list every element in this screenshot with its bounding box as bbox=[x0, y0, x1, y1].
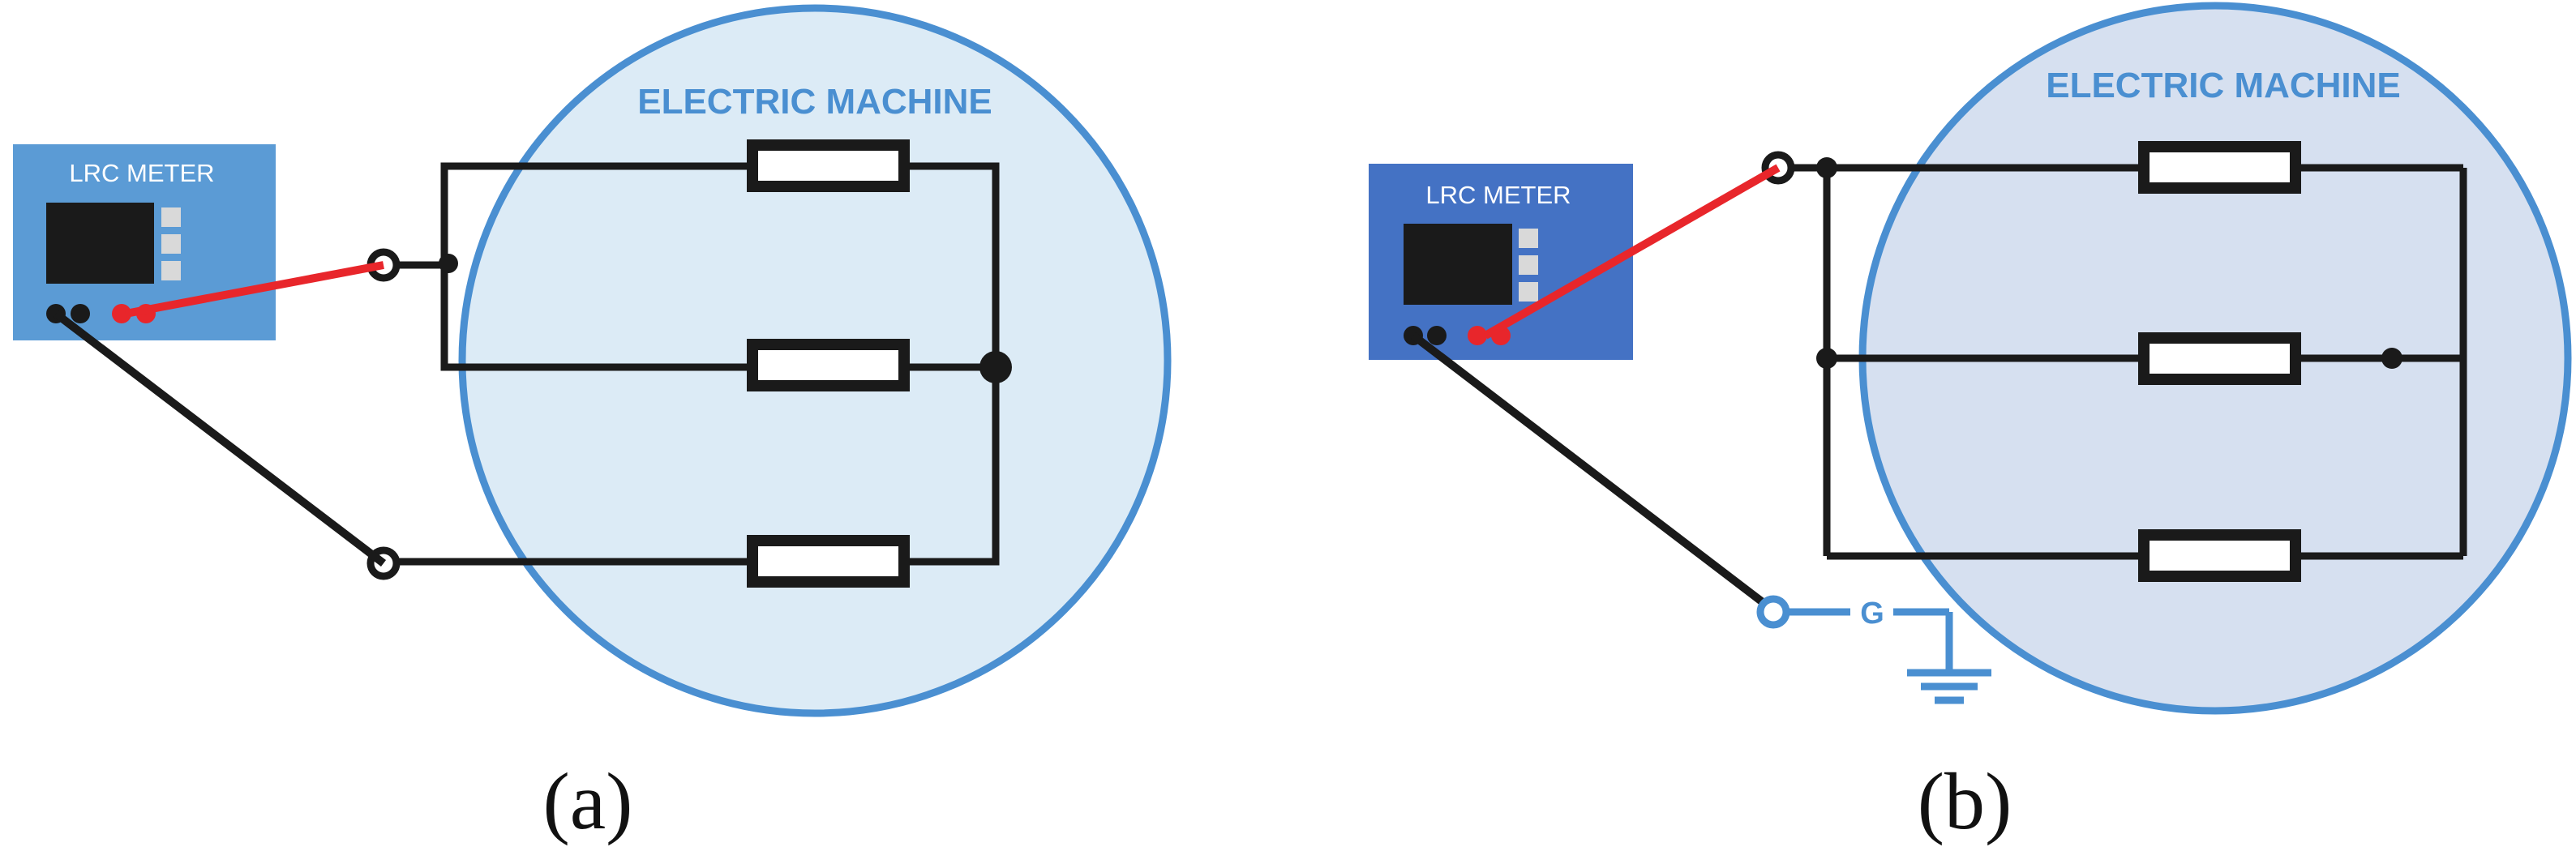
meter-display-b bbox=[1404, 224, 1512, 305]
resistors-b bbox=[2138, 141, 2301, 582]
machine-label-b: ELECTRIC MACHINE bbox=[2046, 66, 2401, 105]
caption-a: (a) bbox=[543, 756, 633, 846]
winding-resistor-middle-a bbox=[747, 339, 910, 391]
ground-label-b: G bbox=[1860, 597, 1884, 631]
junction-dot-middle-left-b bbox=[1816, 348, 1837, 369]
meter-jack-red-1-a bbox=[112, 304, 131, 323]
lrc-meter-a: LRC METER bbox=[13, 144, 276, 340]
terminal-ground-b bbox=[1756, 595, 1790, 629]
junction-dot-middle-right-b bbox=[2381, 348, 2402, 369]
winding-resistor-bottom-b bbox=[2138, 529, 2301, 582]
meter-button-1-a bbox=[161, 207, 181, 227]
meter-button-1-b bbox=[1519, 229, 1538, 248]
resistors-a bbox=[747, 139, 910, 588]
junction-dot-left-a bbox=[439, 254, 458, 273]
winding-resistor-bottom-a bbox=[747, 535, 910, 588]
panel-b: ELECTRIC MACHINE LRC METER bbox=[1369, 2, 2572, 846]
meter-button-3-b bbox=[1519, 282, 1538, 302]
wire-bottom-a bbox=[384, 367, 1000, 566]
probe-black-b bbox=[1410, 332, 1777, 614]
panel-a: ELECTRIC MACHINE LRC METER bbox=[13, 4, 1172, 846]
junction-dot-star-a bbox=[979, 351, 1012, 383]
machine-label-a: ELECTRIC MACHINE bbox=[637, 82, 992, 122]
caption-b: (b) bbox=[1918, 756, 2012, 846]
winding-resistor-middle-b bbox=[2138, 332, 2301, 385]
probe-red-b bbox=[1483, 164, 1781, 340]
meter-button-2-b bbox=[1519, 255, 1538, 275]
wire-top-a bbox=[440, 162, 1000, 367]
meter-jack-black-2-a bbox=[71, 304, 90, 323]
junction-dot-top-b bbox=[1816, 157, 1837, 178]
meter-label-b: LRC METER bbox=[1425, 181, 1571, 209]
meter-jack-red-1-b bbox=[1468, 326, 1487, 345]
meter-label-a: LRC METER bbox=[69, 159, 214, 187]
probe-black-a bbox=[53, 310, 387, 567]
winding-resistor-top-b bbox=[2138, 141, 2301, 194]
meter-button-3-a bbox=[161, 261, 181, 280]
ground-icon bbox=[1907, 669, 1991, 704]
meter-button-2-a bbox=[161, 234, 181, 254]
probe-red-a bbox=[125, 261, 384, 318]
ground-connection-b bbox=[1756, 595, 1953, 673]
meter-jack-black-2-b bbox=[1427, 326, 1447, 345]
winding-resistor-top-a bbox=[747, 139, 910, 192]
meter-display-a bbox=[46, 203, 154, 284]
